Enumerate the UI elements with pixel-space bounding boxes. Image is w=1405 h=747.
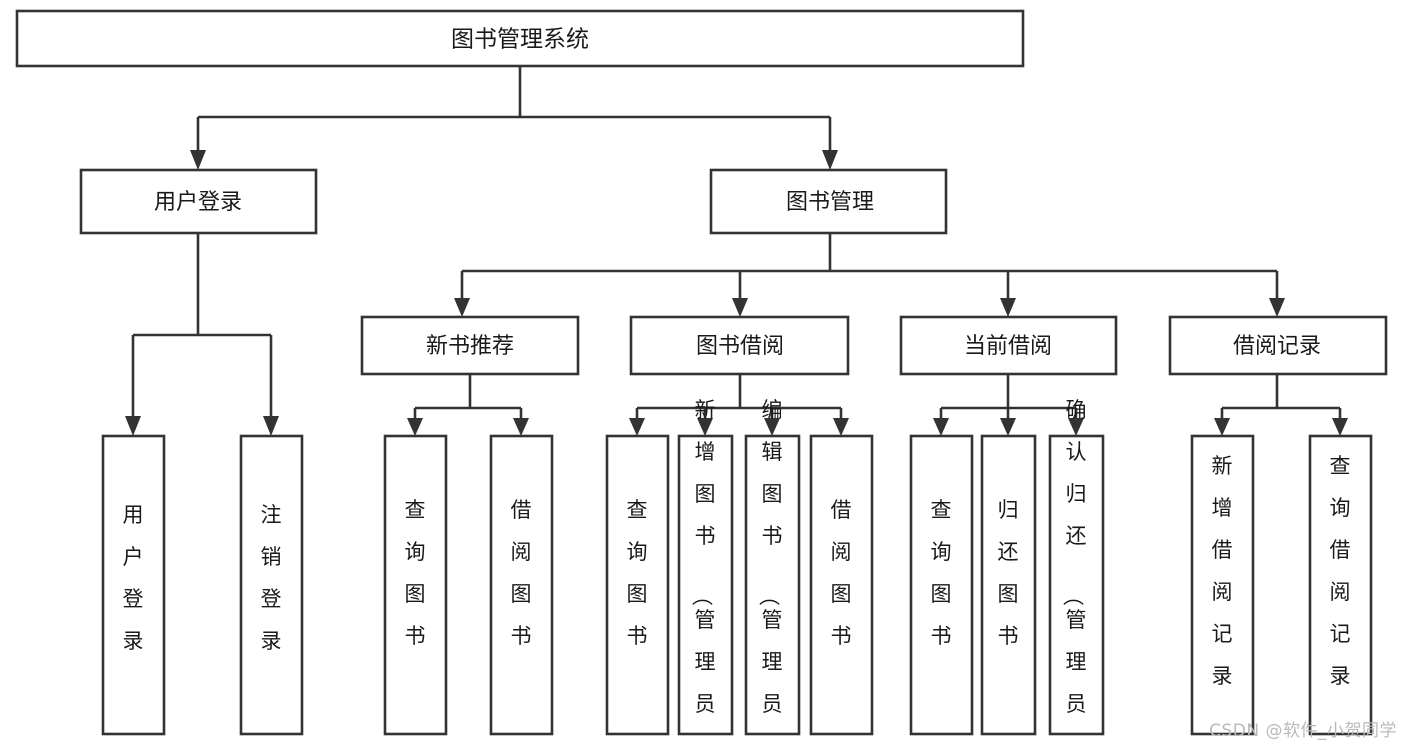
node-leaf-query-record[interactable]: 查询借阅记录 — [1308, 434, 1373, 736]
arrow-head-leaf-borrow-book-1 — [513, 418, 529, 436]
node-leaf-return-book[interactable]: 归还图书 — [980, 434, 1037, 736]
node-user-login-box[interactable] — [79, 168, 318, 235]
node-leaf-query-book-2-label: 查询图书 — [627, 498, 648, 648]
arrow-head-leaf-query-book-2 — [629, 418, 645, 436]
arrow-head-user-login — [190, 150, 206, 170]
node-leaf-query-book-2-box[interactable] — [605, 434, 670, 736]
arrow-head-leaf-borrow-book-2 — [833, 418, 849, 436]
node-leaf-query-book-3[interactable]: 查询图书 — [909, 434, 974, 736]
node-leaf-query-book-1-label: 查询图书 — [405, 498, 426, 648]
node-leaf-query-book-1-box[interactable] — [383, 434, 448, 736]
node-leaf-add-record[interactable]: 新增借阅记录 — [1190, 434, 1255, 736]
node-leaf-user-login-label: 用户登录 — [123, 503, 144, 653]
node-leaf-return-book-box[interactable] — [980, 434, 1037, 736]
node-leaf-return-book-label: 归还图书 — [998, 498, 1019, 648]
node-leaf-borrow-book-1[interactable]: 借阅图书 — [489, 434, 554, 736]
arrow-head-current-borrow — [1000, 298, 1016, 317]
node-leaf-query-book-2[interactable]: 查询图书 — [605, 434, 670, 736]
node-leaf-query-book-1[interactable]: 查询图书 — [383, 434, 448, 736]
node-book-manage-box[interactable] — [709, 168, 948, 235]
arrow-head-leaf-user-login — [125, 416, 141, 436]
node-leaf-edit-book-label: 编辑图书（管理员） — [757, 398, 783, 747]
node-root-box[interactable] — [15, 9, 1025, 68]
node-root[interactable]: 图书管理系统 — [15, 9, 1025, 68]
node-leaf-user-login[interactable]: 用户登录 — [101, 434, 166, 736]
node-leaf-query-book-3-label: 查询图书 — [931, 498, 952, 648]
node-leaf-confirm-return-label: 确认归还（管理员） — [1061, 398, 1087, 747]
node-leaf-query-record-box[interactable] — [1308, 434, 1373, 736]
arrow-head-leaf-user-logout — [263, 416, 279, 436]
node-borrow-record-label: 借阅记录 — [1233, 334, 1321, 359]
node-user-login[interactable]: 用户登录 — [79, 168, 318, 235]
arrow-head-leaf-edit-book — [764, 418, 780, 436]
arrow-head-leaf-confirm-return — [1068, 418, 1084, 436]
node-leaf-add-book[interactable]: 新增图书（管理员） — [677, 398, 734, 747]
node-current-borrow[interactable]: 当前借阅 — [899, 315, 1118, 376]
node-user-login-label: 用户登录 — [154, 190, 242, 215]
arrow-head-borrow-record — [1269, 298, 1285, 317]
node-leaf-borrow-book-1-box[interactable] — [489, 434, 554, 736]
connector-layer — [125, 66, 1348, 436]
node-current-borrow-box[interactable] — [899, 315, 1118, 376]
arrow-head-leaf-query-record — [1332, 418, 1348, 436]
node-book-manage[interactable]: 图书管理 — [709, 168, 948, 235]
node-leaf-user-login-box[interactable] — [101, 434, 166, 736]
arrow-head-leaf-add-record — [1214, 418, 1230, 436]
node-leaf-add-record-label: 新增借阅记录 — [1212, 454, 1233, 688]
node-new-book-recommend[interactable]: 新书推荐 — [360, 315, 580, 376]
node-leaf-edit-book[interactable]: 编辑图书（管理员） — [744, 398, 801, 747]
node-leaf-query-book-3-box[interactable] — [909, 434, 974, 736]
node-root-label: 图书管理系统 — [451, 27, 589, 53]
arrow-head-leaf-query-book-3 — [933, 418, 949, 436]
node-leaf-user-logout[interactable]: 注销登录 — [239, 434, 304, 736]
node-leaf-confirm-return[interactable]: 确认归还（管理员） — [1048, 398, 1105, 747]
arrow-head-book-manage — [822, 150, 838, 170]
node-leaf-confirm-return-box[interactable] — [1048, 434, 1105, 736]
node-borrow-record-box[interactable] — [1168, 315, 1388, 376]
node-book-manage-label: 图书管理 — [786, 190, 874, 215]
node-leaf-borrow-book-2-box[interactable] — [809, 434, 874, 736]
node-book-borrow-label: 图书借阅 — [696, 334, 784, 359]
node-leaf-borrow-book-2-label: 借阅图书 — [831, 498, 852, 648]
node-leaf-add-book-label: 新增图书（管理员） — [690, 398, 716, 747]
node-leaf-add-record-box[interactable] — [1190, 434, 1255, 736]
csdn-watermark: CSDN @软件_小贺同学 — [1209, 721, 1397, 741]
node-leaf-borrow-book-2[interactable]: 借阅图书 — [809, 434, 874, 736]
node-new-book-recommend-label: 新书推荐 — [426, 334, 514, 359]
node-new-book-recommend-box[interactable] — [360, 315, 580, 376]
node-current-borrow-label: 当前借阅 — [964, 334, 1052, 359]
node-book-borrow-box[interactable] — [629, 315, 850, 376]
node-leaf-user-logout-box[interactable] — [239, 434, 304, 736]
arrow-head-book-borrow — [732, 298, 748, 317]
node-book-borrow[interactable]: 图书借阅 — [629, 315, 850, 376]
arrow-head-new-book-recommend — [454, 298, 470, 317]
arrow-head-leaf-return-book — [1000, 418, 1016, 436]
node-leaf-query-record-label: 查询借阅记录 — [1330, 454, 1351, 688]
arrow-head-leaf-query-book-1 — [407, 418, 423, 436]
node-leaf-borrow-book-1-label: 借阅图书 — [511, 498, 532, 648]
node-leaf-add-book-box[interactable] — [677, 434, 734, 736]
node-leaf-user-logout-label: 注销登录 — [261, 503, 282, 653]
node-borrow-record[interactable]: 借阅记录 — [1168, 315, 1388, 376]
arrow-head-leaf-add-book — [697, 418, 713, 436]
node-leaf-edit-book-box[interactable] — [744, 434, 801, 736]
